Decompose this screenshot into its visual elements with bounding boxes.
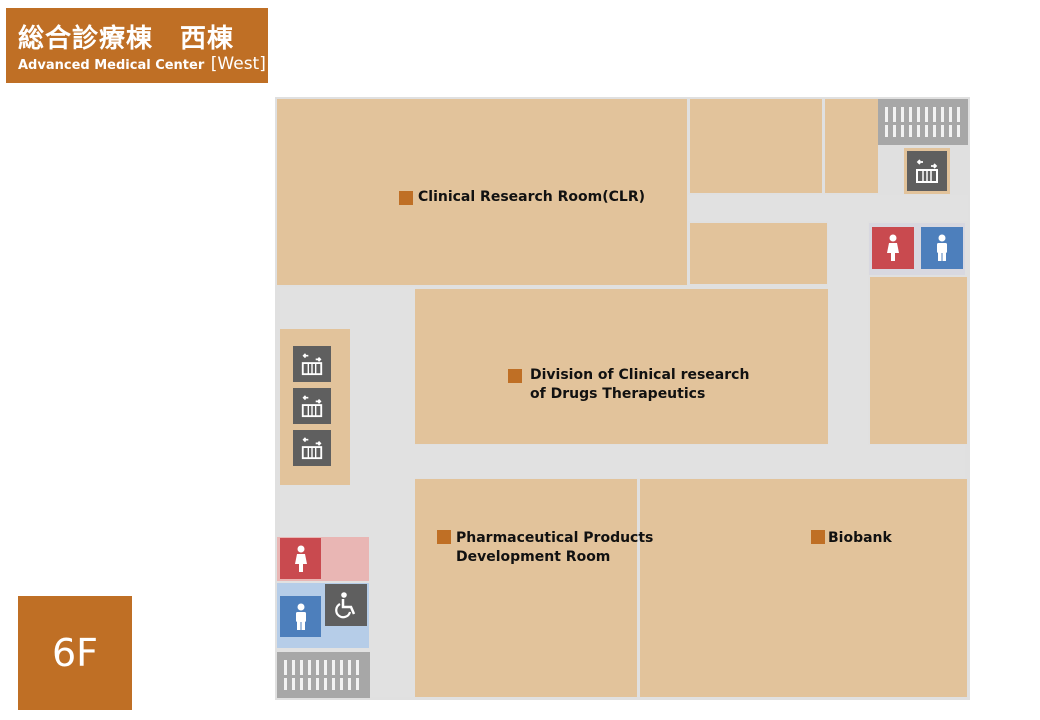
- male-restroom-icon: [280, 596, 321, 637]
- room-label-pharma-line1: Pharmaceutical Products: [456, 530, 654, 546]
- room-marker: [811, 530, 825, 544]
- room-label-division-line1: Division of Clinical research: [530, 367, 750, 383]
- room-ne-2: [825, 99, 878, 193]
- floor-badge: 6F: [18, 596, 132, 710]
- room-label-pharma-line2: Development Room: [456, 549, 611, 565]
- room-label-division-line2: of Drugs Therapeutics: [530, 386, 706, 402]
- male-restroom-icon: [921, 227, 963, 269]
- stairs-icon: [277, 652, 370, 698]
- stairs-icon: [878, 99, 968, 145]
- building-name-en-text: Advanced Medical Center: [18, 58, 205, 73]
- building-name-en: Advanced Medical Center [West]: [18, 54, 266, 74]
- elevator-icon: [904, 148, 950, 194]
- room-marker: [437, 530, 451, 544]
- room-ne-1: [690, 99, 822, 193]
- room-label-biobank: Biobank: [828, 530, 892, 546]
- room-division: [415, 289, 828, 444]
- room-clr: [277, 99, 687, 285]
- elevator-icon: [290, 343, 334, 385]
- corridor-north: [688, 195, 968, 221]
- building-title-badge: 総合診療棟 西棟 Advanced Medical Center [West]: [6, 8, 268, 83]
- room-label-clr: Clinical Research Room(CLR): [418, 189, 646, 205]
- corridor-east: [828, 195, 868, 478]
- room-marker: [399, 191, 413, 205]
- room-pharma: [415, 479, 637, 697]
- building-name-jp: 総合診療棟 西棟: [18, 24, 235, 54]
- floor-plan: Clinical Research Room(CLR) Division of …: [275, 97, 970, 700]
- wing-label: [West]: [210, 54, 266, 74]
- room-east: [870, 277, 967, 444]
- female-restroom-icon: [280, 538, 321, 579]
- elevator-icon: [290, 385, 334, 427]
- room-marker: [508, 369, 522, 383]
- room-mid-small: [690, 223, 827, 284]
- room-biobank: [640, 479, 967, 697]
- female-restroom-icon: [872, 227, 914, 269]
- elevator-icon: [290, 427, 334, 469]
- wheelchair-icon: [325, 584, 367, 626]
